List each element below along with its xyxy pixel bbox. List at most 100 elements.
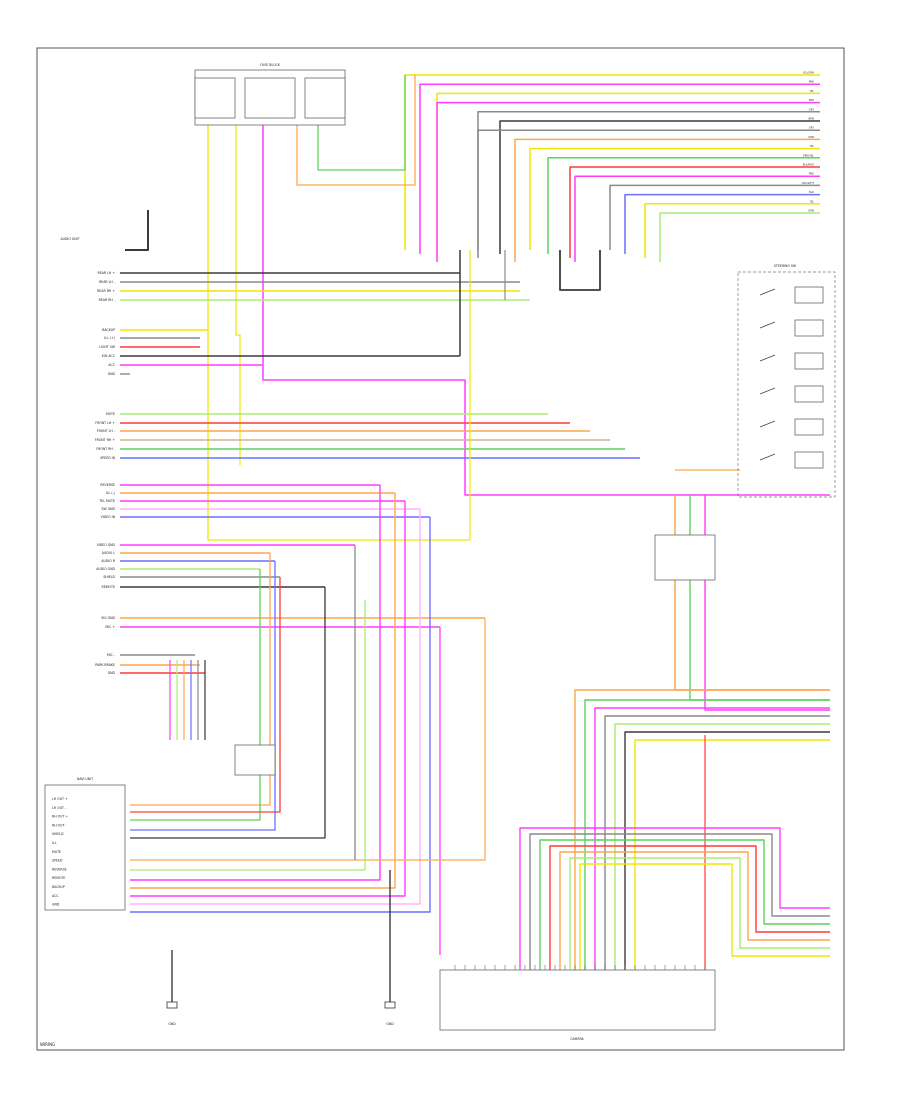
bus-blue-2 [130,561,276,831]
left-pin-label-21: VIDEO GND [97,543,116,547]
fuse-block-label: FUSE BLOCK [260,63,281,67]
wire-lowright-6 [634,739,830,975]
bus-orange-3 [130,553,271,806]
steering-switch-5 [794,451,824,469]
wire-lr2-4 [559,851,830,975]
lower-left-label-8: REVERSE [52,867,67,871]
ground-mid-label: GND [386,1022,394,1026]
bus-pink-1 [130,485,381,881]
bus-blue-1 [130,517,431,913]
left-pin-label-8: ACC [108,363,115,367]
wire-right-10 [569,166,820,258]
wire-layer [120,74,830,1005]
wire-right-label-5: BRN [808,117,814,121]
left-pin-label-2: REAR RH + [97,289,115,293]
wire-fuse-yellow2 [235,125,241,465]
wire-right-9 [547,157,820,254]
wire-right-label-11: PNK [809,172,815,176]
lower-left-label-0: LH OUT + [52,797,68,801]
wire-steer-pink [704,495,830,711]
bus-green-2 [130,569,261,821]
wire-lowright-2 [594,707,830,975]
wire-right-label-9: GRN/YEL [803,153,815,157]
bus-orange-2 [130,618,486,861]
wire-right-label-1: PNK [809,80,815,84]
page-label: WIRING [40,1042,55,1047]
wire-right-7 [514,138,820,262]
lower-left-label-9: REMOTE [52,876,65,880]
ground-left-label: GND [168,1022,176,1026]
left-pin-label-5: ILL (+) [104,336,115,340]
wire-lr2-3 [549,845,830,975]
lower-left-label-1: LH OUT - [52,806,66,810]
left-pin-label-1: REAR LH - [99,280,115,284]
left-pin-label-20: VIDEO IN [101,515,116,519]
bus-dark-2 [559,250,601,291]
left-pin-label-30: PARK BRAKE [95,663,115,667]
left-pin-label-17: ILL (-) [106,491,115,495]
wire-right-15 [659,212,820,262]
fuse-3 [304,77,346,119]
left-pin-label-6: LIGHT SW [99,345,116,349]
radio-unit-label: AUDIO UNIT [60,237,79,241]
wire-steer-orange [674,495,830,691]
left-pin-label-13: FRONT RH + [95,438,116,442]
wire-lowright-5 [624,731,830,975]
left-pin-label-23: AUDIO R [101,559,115,563]
wire-right-1 [419,83,820,254]
ground-mid-terminal [384,1001,396,1009]
left-pin-label-0: REAR LH + [98,271,116,275]
steering-switch-3 [794,385,824,403]
switch-contact-3 [759,387,776,395]
wire-lowright-3 [604,715,830,975]
wire-right-11 [574,175,820,262]
left-pin-label-16: REVERSE [100,483,115,487]
wire-fuse-pink [262,125,830,496]
bottom-connector-label: CAMERA [570,1037,584,1041]
left-pin-label-24: AUDIO GND [96,567,115,571]
bus-red-2 [130,577,281,813]
left-pin-label-10: MUTE [106,412,115,416]
left-pin-label-4: BACKUP [102,328,115,332]
lower-left-unit-box [44,784,126,911]
fuse-1 [194,77,236,119]
wire-right-label-14: YEL [809,199,814,203]
wire-lowright-1 [584,699,830,975]
pigtail-connector-box [234,744,276,776]
wire-right-label-7: ORN [808,135,814,139]
switch-contact-5 [759,453,776,461]
left-pin-label-18: TEL MUTE [98,499,115,503]
wire-right-5 [499,120,820,254]
wire-right-6 [477,129,820,258]
lower-left-label-5: ILL [52,841,57,845]
wire-right-8 [529,147,820,250]
left-pin-label-31: GND [108,671,116,675]
steering-switch-1 [794,319,824,337]
lower-left-unit-label: NAVI UNIT [77,777,93,781]
left-pin-label-14: FRONT RH - [96,447,115,451]
left-pin-label-22: AUDIO L [102,551,115,555]
left-pin-label-27: SIG GND [101,616,115,620]
lower-left-label-7: SPEED [52,859,63,863]
left-pin-label-28: MIC + [105,625,115,629]
steering-connector-box [654,534,716,581]
steering-switch-dashed [737,271,836,498]
bus-dark-3 [130,587,326,839]
wire-lr2-6 [579,863,830,975]
lower-left-label-12: GND [52,903,60,907]
wire-right-label-15: GRN [808,209,814,213]
switch-contact-2 [759,354,776,362]
lower-left-label-3: RH OUT - [52,823,67,827]
left-pin-label-9: GND [108,372,116,376]
wire-right-13 [624,193,820,254]
lower-left-label-2: RH OUT + [52,815,68,819]
wire-fuse-orange [296,75,416,186]
bus-lgreen-1 [130,600,366,871]
wire-right-3 [436,101,820,262]
wire-fuse-green [317,75,406,171]
lower-left-label-11: ACC [52,894,59,898]
left-pin-label-12: FRONT LH - [97,429,115,433]
wire-lr2-0 [519,827,830,975]
wire-right-label-4: GRY [809,107,815,111]
